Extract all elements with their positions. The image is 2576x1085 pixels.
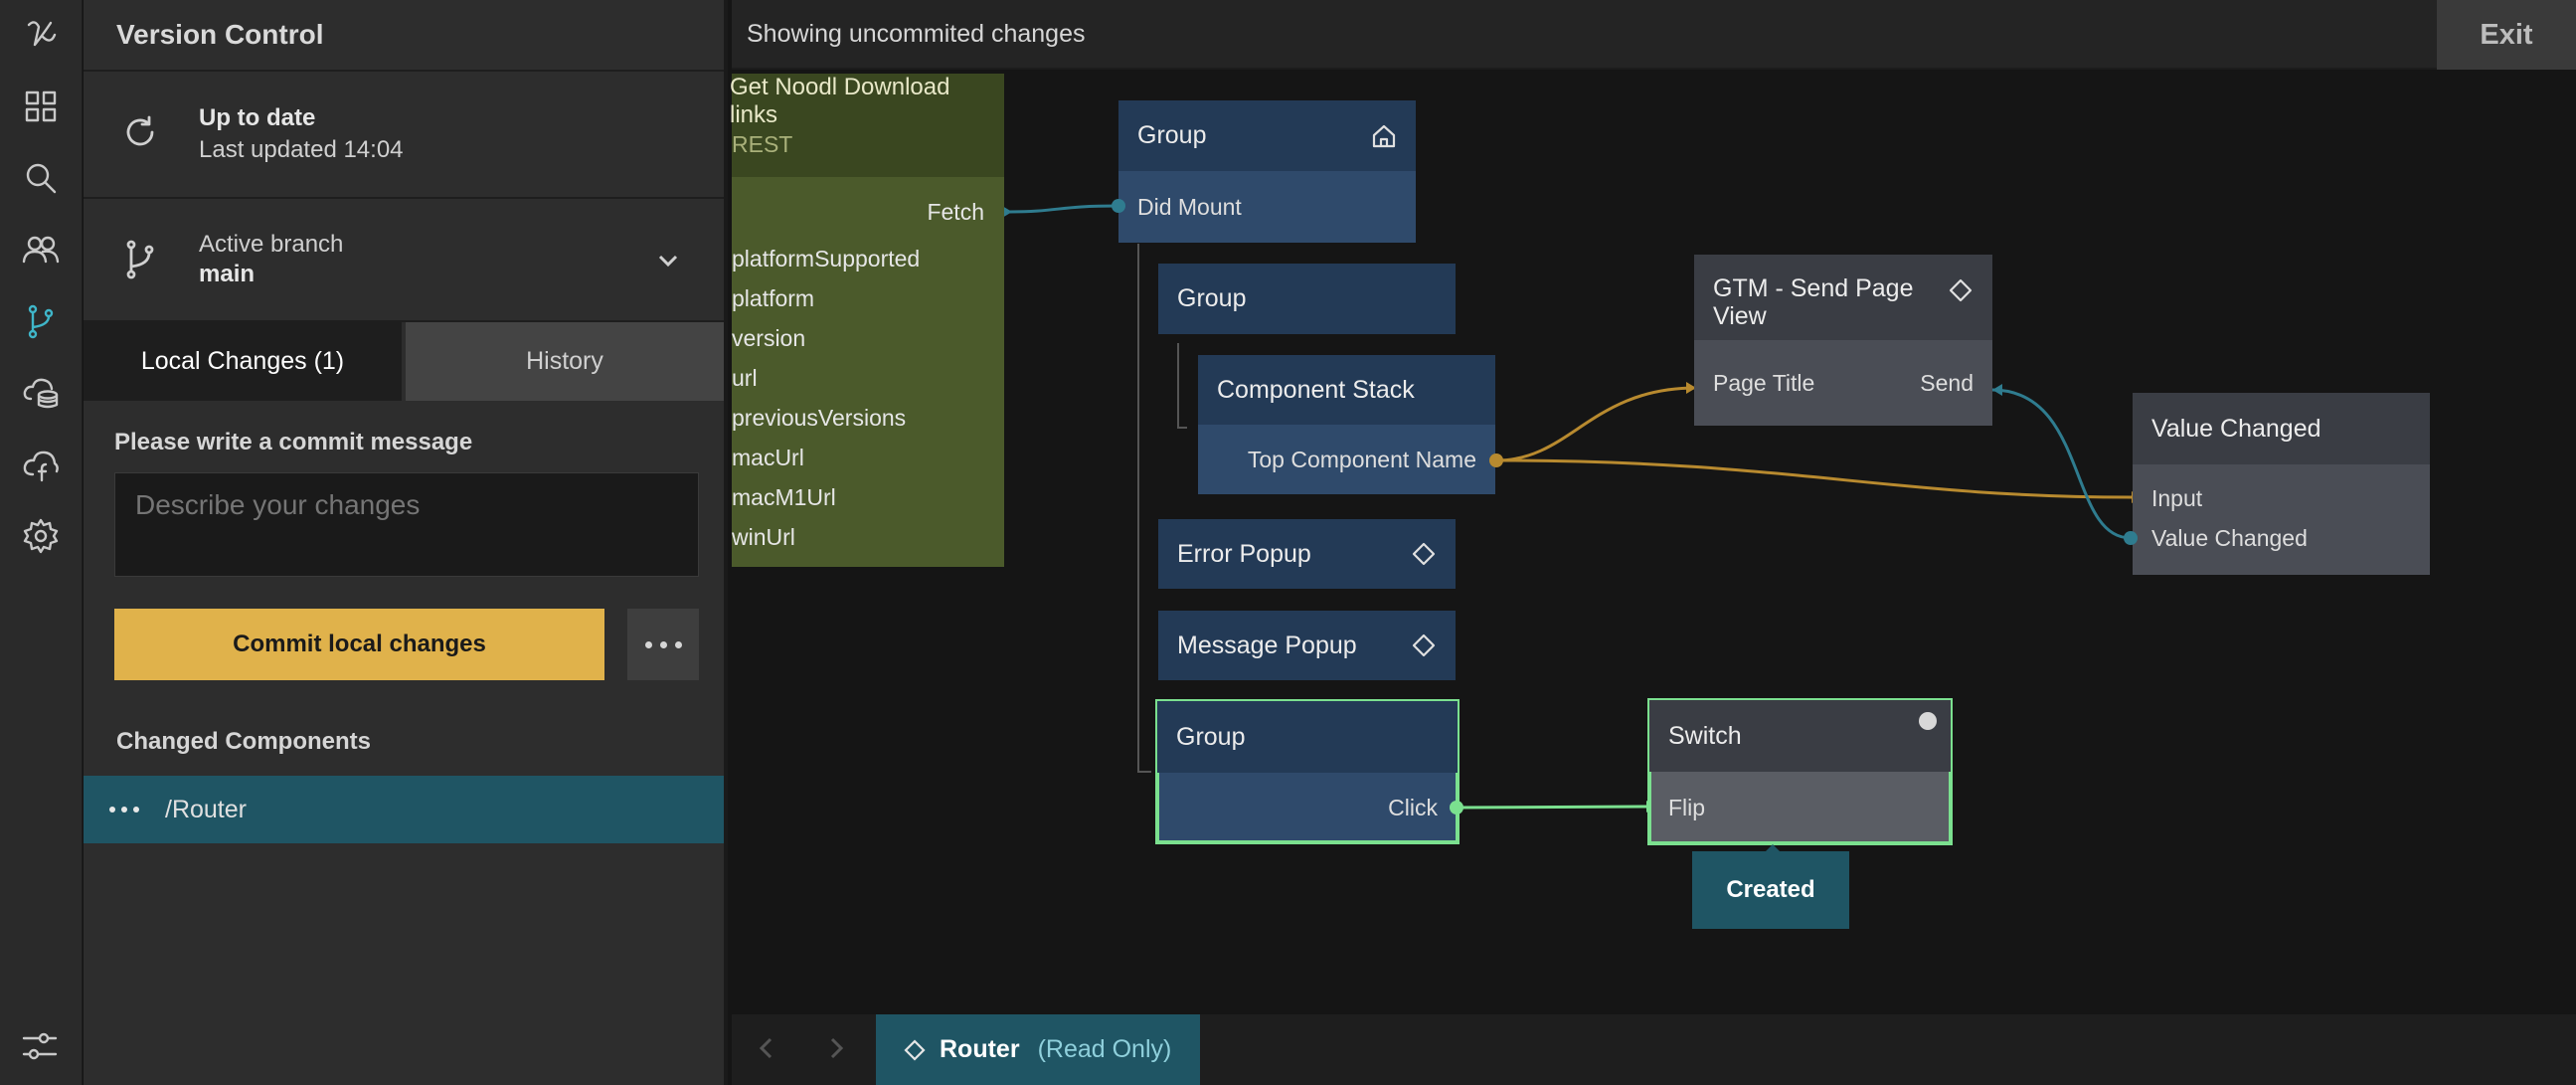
refresh-icon[interactable]	[121, 113, 199, 156]
port-dot[interactable]	[2124, 531, 2138, 545]
node-title: Switch	[1668, 721, 1742, 750]
tree-line	[1177, 343, 1179, 427]
node-title: Component Stack	[1217, 375, 1415, 404]
rest-input-fetch[interactable]: Fetch	[927, 199, 984, 225]
commit-message-label: Please write a commit message	[114, 429, 473, 455]
rest-output[interactable]: winUrl	[732, 524, 795, 550]
port-dot[interactable]	[1112, 199, 1125, 213]
components-grid-icon[interactable]	[20, 86, 62, 127]
component-stack-node[interactable]: Component Stack Top Component Name	[1198, 355, 1495, 494]
status-secondary: Last updated 14:04	[199, 136, 404, 163]
changed-components-title: Changed Components	[116, 728, 371, 755]
port-flip[interactable]: Flip	[1668, 794, 1706, 820]
port-did-mount[interactable]: Did Mount	[1137, 193, 1242, 220]
changed-component-label: /Router	[165, 795, 247, 823]
sliders-icon[interactable]	[20, 1026, 62, 1068]
created-badge: Created	[1692, 851, 1849, 929]
component-tab-mode: (Read Only)	[1037, 1035, 1172, 1063]
rest-outputs: platformSupported platform version url p…	[732, 239, 920, 557]
port-send[interactable]: Send	[1920, 369, 1974, 396]
node-title: Group	[1176, 722, 1246, 751]
component-diamond-icon	[1947, 276, 1975, 304]
rest-output[interactable]: platformSupported	[732, 246, 921, 271]
node-title: Group	[1137, 121, 1207, 149]
back-arrow-icon[interactable]	[752, 1033, 781, 1063]
value-changed-node[interactable]: Value Changed Input Value Changed	[2133, 393, 2430, 575]
group-root-node[interactable]: Group Did Mount	[1118, 100, 1416, 243]
port-dot[interactable]	[1450, 801, 1463, 814]
canvas-topbar: Showing uncommited changes Exit	[732, 0, 2576, 70]
chevron-down-icon[interactable]	[656, 249, 680, 272]
branch-name: main	[199, 261, 256, 287]
node-canvas[interactable]	[732, 72, 2576, 1085]
component-diamond-icon	[1410, 632, 1438, 659]
node-title: Group	[1177, 284, 1247, 312]
changed-component-item[interactable]: /Router	[84, 776, 724, 843]
status-primary: Up to date	[199, 104, 316, 131]
switch-state-indicator	[1919, 712, 1937, 730]
component-diamond-icon	[1410, 540, 1438, 568]
commit-message-input[interactable]	[114, 472, 699, 577]
rest-node-title: Get Noodl Download links	[730, 74, 950, 128]
rest-output[interactable]: url	[732, 365, 758, 391]
sidebar-rail	[0, 0, 83, 1085]
tree-line	[1177, 427, 1187, 429]
node-title: Error Popup	[1177, 539, 1311, 568]
port-dot[interactable]	[1489, 453, 1503, 467]
component-tab-name: Router	[940, 1035, 1020, 1063]
cloud-functions-icon[interactable]	[20, 444, 62, 485]
tab-local-changes[interactable]: Local Changes (1)	[84, 322, 402, 401]
node-title: Value Changed	[2151, 414, 2321, 443]
node-title: GTM - Send Page View	[1713, 274, 1914, 330]
rest-node[interactable]: Get Noodl Download links REST Fetch plat…	[730, 74, 1004, 567]
active-branch-selector[interactable]: Active branch main	[84, 199, 724, 322]
more-options-button[interactable]	[627, 609, 699, 680]
port-input[interactable]: Input	[2151, 485, 2203, 511]
branch-icon	[121, 238, 159, 281]
port-top-component-name[interactable]: Top Component Name	[1247, 446, 1476, 472]
rest-output[interactable]: version	[732, 325, 806, 351]
version-control-panel: Version Control Up to date Last updated …	[84, 0, 728, 1085]
exit-button[interactable]: Exit	[2437, 0, 2576, 70]
vc-tabs: Local Changes (1) History	[84, 322, 724, 401]
version-control-icon[interactable]	[20, 300, 62, 342]
more-icon[interactable]	[109, 807, 139, 813]
tab-history[interactable]: History	[406, 322, 724, 401]
rest-output[interactable]: macM1Url	[732, 484, 836, 510]
users-icon[interactable]	[20, 229, 62, 271]
port-click[interactable]: Click	[1388, 794, 1438, 820]
commit-button[interactable]: Commit local changes	[114, 609, 604, 680]
message-popup-node[interactable]: Message Popup	[1158, 611, 1456, 680]
error-popup-node[interactable]: Error Popup	[1158, 519, 1456, 589]
group-created-node[interactable]: Group Click	[1155, 699, 1460, 844]
forward-arrow-icon[interactable]	[821, 1033, 851, 1063]
tooltip-pointer	[1765, 844, 1781, 852]
branch-label: Active branch	[199, 231, 344, 258]
settings-icon[interactable]	[20, 515, 62, 557]
rest-node-subtitle: REST	[732, 131, 793, 157]
switch-node[interactable]: Switch Flip	[1647, 698, 1953, 845]
tree-line	[1137, 771, 1151, 773]
component-tab-router[interactable]: Router (Read Only)	[876, 1014, 1200, 1085]
port-value-changed[interactable]: Value Changed	[2151, 525, 2308, 551]
rest-output[interactable]: platform	[732, 285, 815, 311]
logo-icon[interactable]	[20, 14, 62, 56]
rest-output[interactable]: previousVersions	[732, 405, 907, 431]
port-page-title[interactable]: Page Title	[1713, 369, 1815, 396]
tree-line	[1137, 244, 1139, 771]
panel-title: Version Control	[84, 0, 724, 72]
cloud-services-icon[interactable]	[20, 372, 62, 414]
search-icon[interactable]	[20, 157, 62, 199]
sync-status[interactable]: Up to date Last updated 14:04	[84, 72, 724, 199]
node-title: Message Popup	[1177, 631, 1357, 659]
gtm-send-page-view-node[interactable]: GTM - Send Page View Page Title Send	[1694, 255, 1992, 426]
canvas-status-title: Showing uncommited changes	[747, 20, 1086, 48]
component-diamond-icon	[904, 1038, 926, 1061]
home-icon	[1370, 122, 1398, 150]
group-child-node[interactable]: Group	[1158, 264, 1456, 334]
rest-output[interactable]: macUrl	[732, 445, 804, 470]
